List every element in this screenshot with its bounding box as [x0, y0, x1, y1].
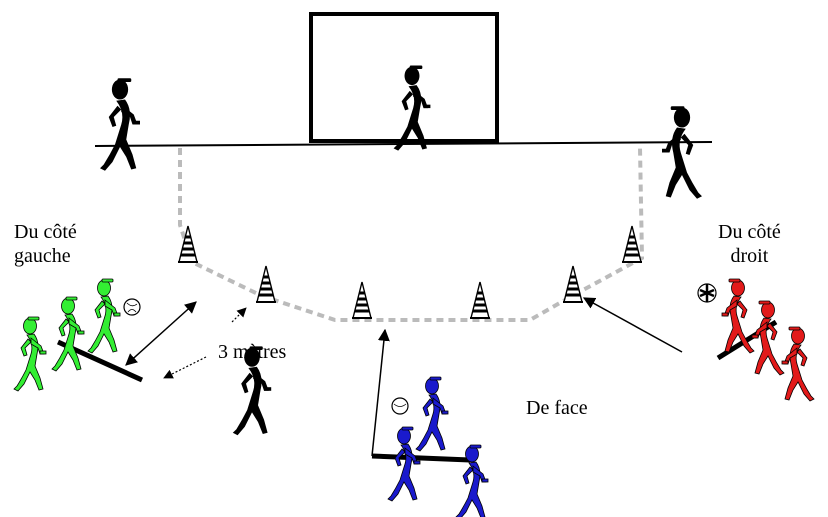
arrow-distance-lower: [163, 356, 207, 379]
front-label: De face: [526, 397, 588, 419]
front-player-1: [415, 376, 449, 452]
right-player-3: [781, 326, 815, 402]
front-player-2: [387, 426, 421, 502]
cone-far-right: [620, 224, 644, 264]
arrow-right-pass: [582, 297, 683, 353]
distance-label: 3 mètres: [218, 341, 287, 363]
cone-mid-right: [561, 264, 585, 304]
front-group-bar: [371, 453, 471, 463]
defender-right: [662, 106, 702, 199]
left-side-label: Du côté gauche: [14, 221, 77, 267]
arrow-front-pass: [371, 328, 390, 457]
right-player-2: [751, 300, 785, 376]
goal-frame: [309, 12, 499, 143]
arrow-distance-upper: [231, 307, 247, 323]
left-player-3: [87, 278, 121, 354]
arrow-left-pass: [125, 301, 197, 366]
front-ball-icon: [391, 397, 409, 415]
left-player-2: [51, 296, 85, 372]
left-ball-icon: [123, 298, 141, 316]
front-player-3: [455, 444, 489, 517]
left-player-1: [13, 316, 47, 392]
dashed-zone-line: [178, 147, 645, 322]
goalkeeper: [393, 65, 431, 151]
right-side-label: Du côté droit: [718, 221, 781, 267]
cone-center-left: [350, 280, 374, 320]
cone-center-right: [468, 280, 492, 320]
right-player-1: [721, 278, 755, 354]
defender-left: [100, 78, 140, 171]
cone-far-left: [176, 224, 200, 264]
cone-mid-left: [254, 264, 278, 304]
